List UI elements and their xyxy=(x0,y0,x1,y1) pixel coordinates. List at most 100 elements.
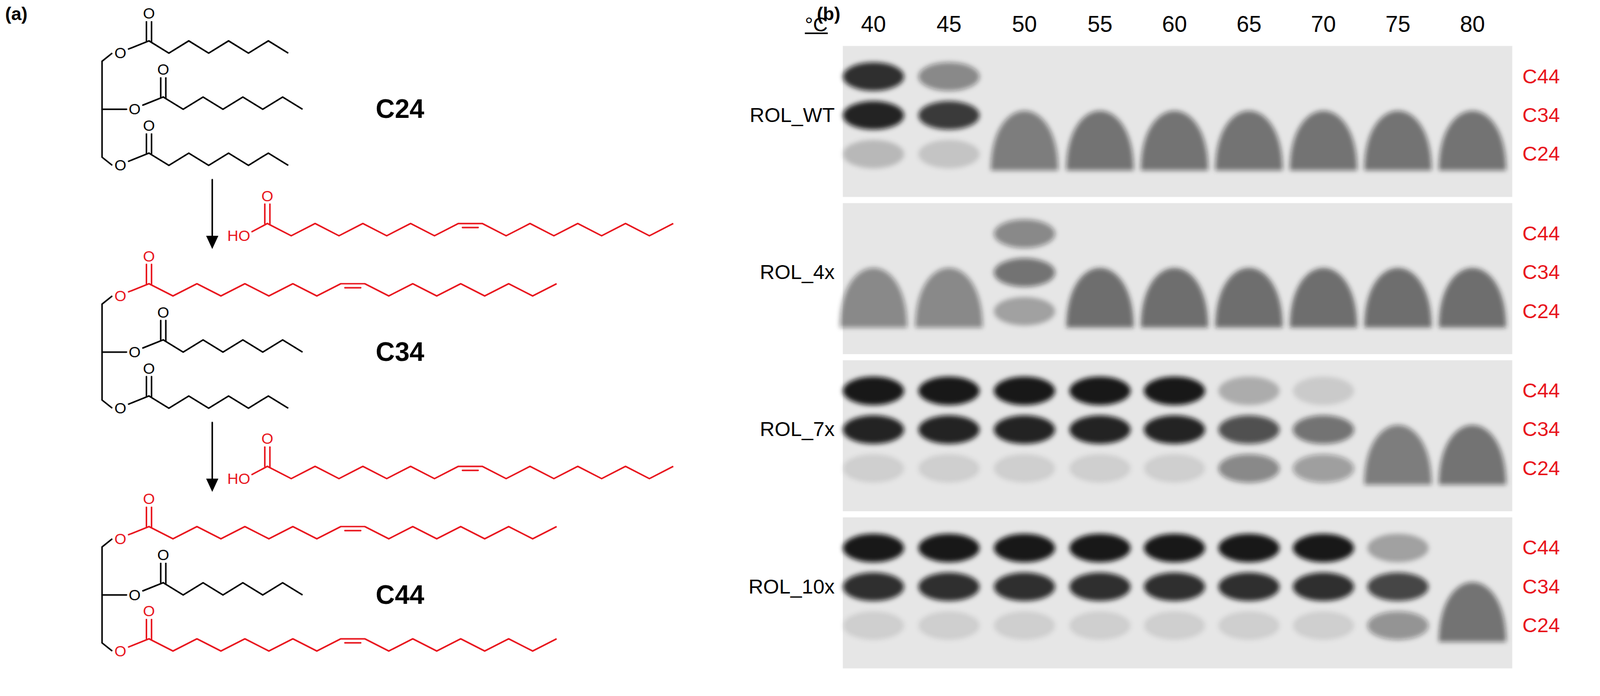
label-anchor: O xyxy=(127,587,142,603)
gel-band xyxy=(842,454,904,483)
gel-band xyxy=(994,376,1056,406)
gel-smear xyxy=(1066,267,1134,328)
label-anchor: ROL_WT xyxy=(749,105,835,126)
gel-band xyxy=(842,533,904,563)
atom-label: O xyxy=(260,188,275,204)
label-anchor: O xyxy=(142,117,156,134)
atom-label: O xyxy=(127,101,142,117)
carbonyl-bond xyxy=(145,21,148,42)
double-bond xyxy=(344,287,361,289)
atom-label: O xyxy=(127,587,142,603)
alkyl-chain xyxy=(148,526,557,539)
label-anchor: O xyxy=(113,400,128,416)
atom-label: O xyxy=(142,491,156,507)
panel-label: (a) xyxy=(5,5,28,24)
glycerol-bond xyxy=(101,108,127,111)
gel-band xyxy=(1143,572,1206,602)
alkyl-chain xyxy=(148,638,557,652)
alkyl-chain xyxy=(267,466,673,479)
unit-label: °C xyxy=(804,14,828,36)
carbonyl-bond xyxy=(264,446,266,467)
compound-label: C24 xyxy=(375,95,425,123)
label-anchor: C24 xyxy=(1522,301,1560,322)
gel-smear xyxy=(1364,425,1432,485)
atom-label: O xyxy=(156,547,171,563)
label-anchor: ROL_10x xyxy=(748,576,835,598)
atom-label: O xyxy=(142,5,156,22)
label-anchor: C44 xyxy=(1522,537,1560,559)
gel-band xyxy=(918,454,980,483)
gel-band xyxy=(994,611,1056,640)
label-anchor: 45 xyxy=(936,13,962,37)
carbonyl-bond xyxy=(165,563,167,584)
compound-label: C44 xyxy=(375,581,425,609)
gel-band xyxy=(994,258,1056,287)
carbonyl-bond xyxy=(264,204,266,224)
gel-band xyxy=(842,611,904,640)
label-anchor: C44 xyxy=(1522,223,1560,245)
label-anchor: O xyxy=(142,5,156,22)
temperature-label: 60 xyxy=(1161,13,1188,37)
carbonyl-bond xyxy=(160,77,162,98)
label-anchor: O xyxy=(142,491,156,507)
sample-label: ROL_WT xyxy=(749,105,835,126)
alkyl-chain xyxy=(148,395,289,409)
label-anchor: O xyxy=(113,643,128,659)
label-anchor: O xyxy=(260,430,275,447)
temperature-label: 40 xyxy=(860,13,886,37)
acid-bond xyxy=(252,223,268,232)
gel-band xyxy=(1143,415,1206,445)
gel-smear xyxy=(1289,267,1358,328)
double-bond xyxy=(344,529,361,532)
carbonyl-bond xyxy=(150,133,153,155)
label-anchor: O xyxy=(113,288,128,304)
compound-label: C34 xyxy=(375,338,425,366)
label-anchor: O xyxy=(142,603,156,619)
carbonyl-bond xyxy=(160,320,162,340)
label-anchor: C24 xyxy=(1522,615,1560,636)
gel-band xyxy=(994,415,1056,445)
band-label: C44 xyxy=(1522,223,1560,245)
label-anchor: O xyxy=(113,45,128,61)
carbonyl-bond xyxy=(160,563,162,583)
carbonyl-bond xyxy=(269,204,271,225)
alkyl-chain xyxy=(148,283,557,297)
gel-band xyxy=(1292,376,1354,406)
gel-panel xyxy=(842,203,1512,355)
gel-band xyxy=(1143,611,1206,640)
label-anchor: ROL_7x xyxy=(759,419,835,441)
gel-band xyxy=(1069,376,1131,406)
atom-label: O xyxy=(142,603,156,619)
glycerol-bond xyxy=(101,594,127,596)
gel-band xyxy=(918,140,980,169)
ester-bond xyxy=(128,638,150,648)
label-anchor: O xyxy=(113,157,128,173)
label-anchor: 60 xyxy=(1161,13,1188,37)
gel-band xyxy=(1367,572,1429,602)
band-label: C44 xyxy=(1522,380,1560,402)
gel-band xyxy=(994,572,1056,602)
gel-smear xyxy=(1140,110,1209,171)
carbonyl-bond xyxy=(150,21,153,43)
gel-smear xyxy=(1215,267,1283,328)
gel-smear xyxy=(1438,582,1507,642)
gel-smear xyxy=(1289,110,1358,171)
alkyl-chain xyxy=(148,152,289,166)
atom-label: O xyxy=(113,643,128,659)
gel-smear xyxy=(839,267,908,328)
sample-label: ROL_10x xyxy=(748,576,835,598)
carbonyl-bond xyxy=(150,507,153,528)
label-anchor: C44 xyxy=(375,581,425,609)
label-anchor: C24 xyxy=(375,95,425,123)
double-bond xyxy=(462,227,479,229)
gel-panel xyxy=(842,45,1512,197)
carbonyl-bond xyxy=(165,77,167,99)
acid-bond xyxy=(252,466,268,475)
label-anchor: O xyxy=(156,304,171,321)
alkyl-chain xyxy=(163,96,303,110)
ester-bond xyxy=(128,152,150,162)
label-anchor: O xyxy=(127,101,142,117)
gel-smear xyxy=(1364,110,1432,171)
label-anchor: O xyxy=(113,531,128,547)
